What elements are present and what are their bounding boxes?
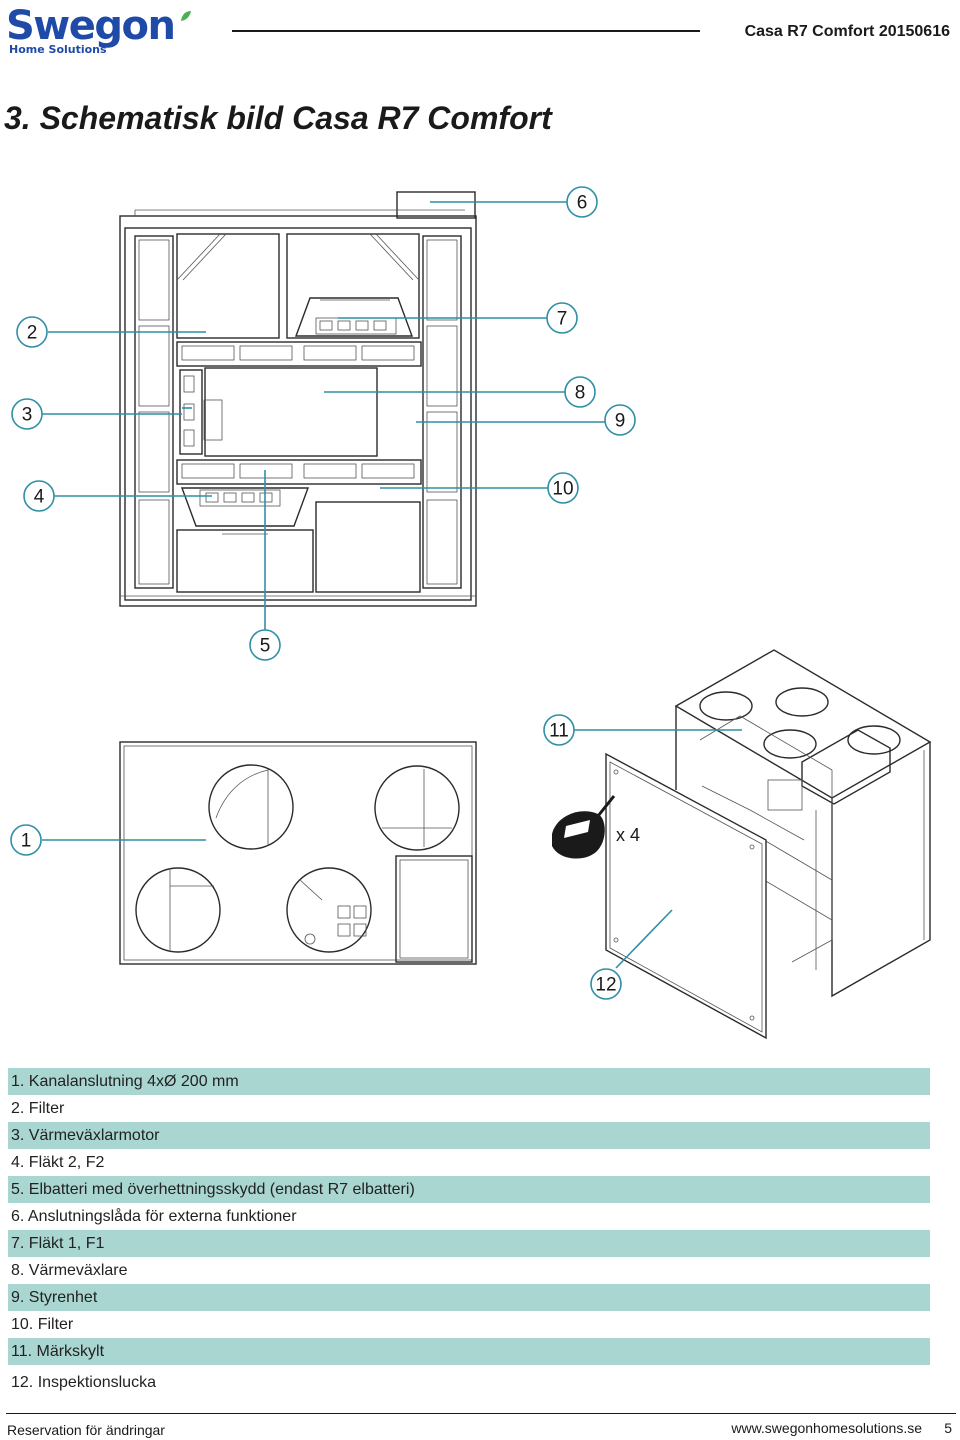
- swegon-logo: Swegon Home Solutions: [6, 6, 196, 56]
- document-reference: Casa R7 Comfort 20150616: [744, 23, 950, 40]
- callout-7: 7: [546, 302, 578, 334]
- header-rule: [232, 30, 700, 32]
- page-title: 3. Schematisk bild Casa R7 Comfort: [4, 100, 552, 136]
- legend-item: 7. Fläkt 1, F1: [8, 1230, 930, 1257]
- callout-1: 1: [10, 824, 42, 856]
- svg-text:11: 11: [549, 721, 569, 742]
- legend-item: 2. Filter: [11, 1099, 65, 1117]
- legend-item: 12. Inspektionslucka: [11, 1374, 156, 1391]
- screwdriver-hand-icon: [552, 795, 616, 859]
- leaf-icon: [181, 11, 191, 21]
- svg-text:4: 4: [34, 487, 45, 508]
- logo-subtext: Home Solutions: [9, 43, 107, 56]
- legend-item: 10. Filter: [11, 1315, 74, 1333]
- svg-text:6: 6: [577, 193, 588, 214]
- legend-item: 1. Kanalanslutning 4xØ 200 mm: [8, 1068, 930, 1095]
- isometric-unit: [552, 649, 932, 1040]
- legend-item: 6. Anslutningslåda för externa funktione…: [11, 1207, 297, 1225]
- callout-9: 9: [604, 404, 636, 436]
- callout-11: 11: [543, 714, 575, 746]
- legend-item: 9. Styrenhet: [8, 1284, 930, 1311]
- legend-item: 4. Fläkt 2, F2: [11, 1153, 105, 1171]
- callout-4: 4: [23, 480, 55, 512]
- legend-item: 8. Värmeväxlare: [11, 1261, 128, 1279]
- footer-website-link[interactable]: www.swegonhomesolutions.se: [731, 1420, 922, 1436]
- svg-text:5: 5: [260, 636, 271, 657]
- top-view-unit: [119, 741, 477, 965]
- callout-8: 8: [564, 376, 596, 408]
- legend-item: 5. Elbatteri med överhettningsskydd (end…: [8, 1176, 930, 1203]
- svg-text:7: 7: [557, 309, 568, 330]
- svg-text:2: 2: [27, 323, 38, 344]
- callout-6: 6: [566, 186, 598, 218]
- schematic-drawing: .ln { fill: none; stroke: #2b2b2b; strok…: [10, 186, 932, 1040]
- svg-text:1: 1: [21, 831, 32, 852]
- page-number: 5: [944, 1420, 952, 1436]
- callout-3: 3: [11, 398, 43, 430]
- legend-item: 11. Märkskylt: [8, 1338, 930, 1365]
- svg-text:9: 9: [615, 411, 626, 432]
- parts-legend: 1. Kanalanslutning 4xØ 200 mm 2. Filter …: [8, 1068, 930, 1401]
- footer-rule: [6, 1413, 956, 1414]
- callout-10: 10: [547, 472, 579, 504]
- callout-5: 5: [249, 629, 281, 661]
- legend-item: 3. Värmeväxlarmotor: [8, 1122, 930, 1149]
- svg-text:10: 10: [552, 479, 573, 500]
- svg-text:8: 8: [575, 383, 586, 404]
- footer-note: Reservation för ändringar: [7, 1422, 165, 1438]
- leader-lines: [42, 201, 742, 969]
- front-view-unit: [119, 191, 477, 607]
- logo-wordmark: Swegon: [6, 3, 176, 49]
- callout-2: 2: [16, 316, 48, 348]
- callout-12: 12: [590, 968, 622, 1000]
- svg-text:12: 12: [595, 975, 616, 996]
- screw-count-label: x 4: [616, 825, 640, 845]
- svg-text:3: 3: [22, 405, 33, 426]
